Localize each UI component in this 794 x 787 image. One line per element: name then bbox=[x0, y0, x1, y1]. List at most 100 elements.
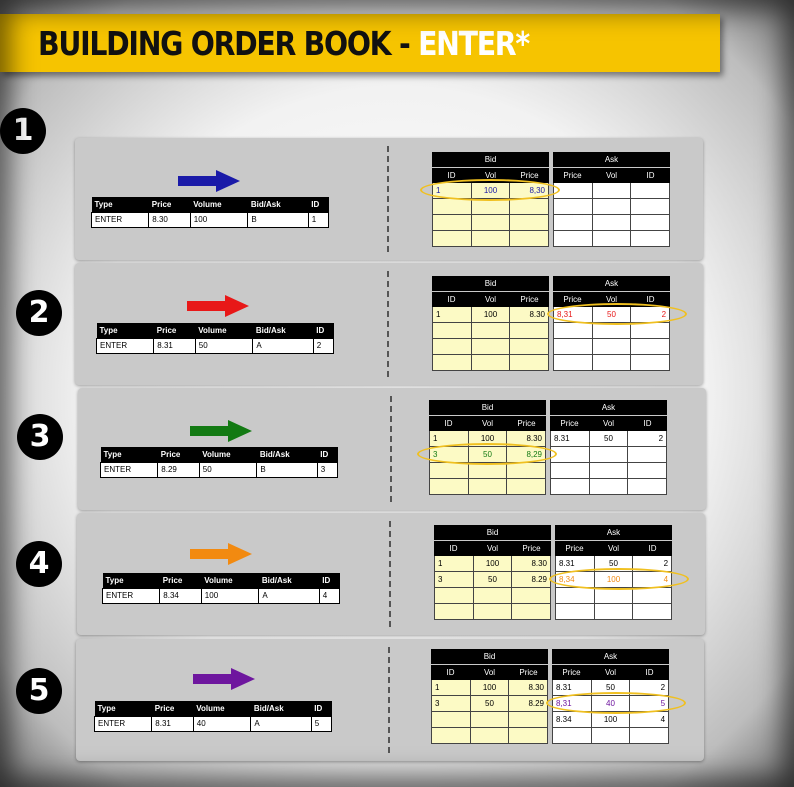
ask-column-id: ID bbox=[645, 668, 654, 677]
ask-id-cell bbox=[633, 604, 673, 620]
order-header-bid-ask: Bid/Ask bbox=[250, 701, 312, 716]
bid-price-cell bbox=[510, 215, 550, 231]
arrow-right-icon bbox=[190, 420, 252, 442]
bid-header: Bid bbox=[432, 276, 549, 291]
arrow-right-icon bbox=[193, 668, 255, 690]
bid-price-cell: 8.30 bbox=[510, 307, 550, 323]
order-header-volume: Volume bbox=[201, 573, 259, 588]
order-header-type: Type bbox=[91, 197, 149, 212]
bid-price-cell: 8.30 bbox=[509, 680, 549, 696]
bid-price-cell: 8.30 bbox=[512, 556, 552, 572]
order-cell: 3 bbox=[316, 461, 339, 478]
order-cell: 8.31 bbox=[153, 337, 196, 354]
ask-price-cell bbox=[550, 479, 590, 495]
ask-id-cell bbox=[628, 463, 668, 479]
bid-vol-cell bbox=[471, 323, 511, 339]
bid-id-cell bbox=[429, 479, 469, 495]
ask-price-cell: 8.31 bbox=[555, 556, 595, 572]
bid-vol-cell: 50 bbox=[470, 696, 510, 712]
bid-price-cell: 8,30 bbox=[510, 183, 550, 199]
bid-id-cell: 3 bbox=[429, 447, 469, 463]
arrow-right-icon bbox=[190, 543, 252, 565]
ask-price-cell bbox=[553, 231, 593, 247]
order-header-bid-ask: Bid/Ask bbox=[258, 573, 320, 588]
ask-id-cell bbox=[631, 231, 671, 247]
order-header-price: Price bbox=[148, 197, 191, 212]
ask-id-cell: 2 bbox=[631, 307, 671, 323]
ask-row bbox=[555, 588, 673, 604]
bid-vol-cell: 50 bbox=[468, 447, 508, 463]
bid-id-cell bbox=[431, 728, 471, 744]
bid-vol-cell: 50 bbox=[473, 572, 513, 588]
title-main: BUILDING ORDER BOOK - bbox=[38, 24, 419, 63]
ask-id-cell bbox=[631, 199, 671, 215]
ask-price-cell: 8.31 bbox=[552, 680, 592, 696]
order-cell: B bbox=[256, 461, 318, 478]
arrow-right-icon bbox=[187, 295, 249, 317]
bid-column-vol: Vol bbox=[483, 668, 496, 677]
order-cell: 5 bbox=[310, 715, 333, 732]
order-header-id: ID bbox=[308, 197, 329, 212]
title-accent: ENTER* bbox=[418, 24, 530, 63]
bid-id-cell bbox=[431, 712, 471, 728]
step-number-badge: 5 bbox=[16, 668, 62, 714]
bid-vol-cell bbox=[468, 479, 508, 495]
order-header-volume: Volume bbox=[195, 323, 253, 338]
ask-price-cell: 8,34 bbox=[555, 572, 595, 588]
ask-price-cell: 8,31 bbox=[552, 696, 592, 712]
ask-vol-cell bbox=[592, 199, 632, 215]
order-cell: 8.34 bbox=[159, 587, 202, 604]
ask-price-cell bbox=[553, 323, 593, 339]
bid-column-id: ID bbox=[444, 419, 453, 428]
dashed-divider bbox=[387, 146, 389, 252]
dashed-divider bbox=[389, 521, 391, 627]
ask-row bbox=[553, 323, 671, 339]
order-header-type: Type bbox=[94, 701, 152, 716]
bid-column-id: ID bbox=[447, 171, 456, 180]
bid-header: Bid bbox=[432, 152, 549, 167]
bid-id-cell: 1 bbox=[434, 556, 474, 572]
dashed-divider bbox=[387, 271, 389, 377]
order-header-volume: Volume bbox=[190, 197, 248, 212]
ask-price-cell bbox=[550, 463, 590, 479]
order-cell: 2 bbox=[312, 337, 335, 354]
ask-id-cell bbox=[628, 447, 668, 463]
order-cell: A bbox=[250, 715, 312, 732]
step-number-badge: 2 bbox=[16, 290, 62, 336]
order-header-bid-ask: Bid/Ask bbox=[252, 323, 314, 338]
ask-column-vol: Vol bbox=[604, 668, 617, 677]
bid-row bbox=[432, 323, 550, 339]
bid-column-vol: Vol bbox=[486, 544, 499, 553]
bid-id-cell bbox=[432, 323, 472, 339]
ask-row bbox=[555, 604, 673, 620]
bid-vol-cell bbox=[471, 355, 511, 371]
order-cell: 1 bbox=[307, 211, 330, 228]
bid-id-cell bbox=[432, 215, 472, 231]
bid-vol-cell: 100 bbox=[468, 431, 508, 447]
step-number-badge: 1 bbox=[0, 108, 46, 154]
ask-id-cell bbox=[631, 183, 671, 199]
ask-row bbox=[553, 183, 671, 199]
bid-row bbox=[429, 479, 547, 495]
ask-price-cell bbox=[553, 215, 593, 231]
ask-vol-cell bbox=[589, 463, 629, 479]
ask-column-price: Price bbox=[563, 295, 582, 304]
order-header-id: ID bbox=[313, 323, 334, 338]
